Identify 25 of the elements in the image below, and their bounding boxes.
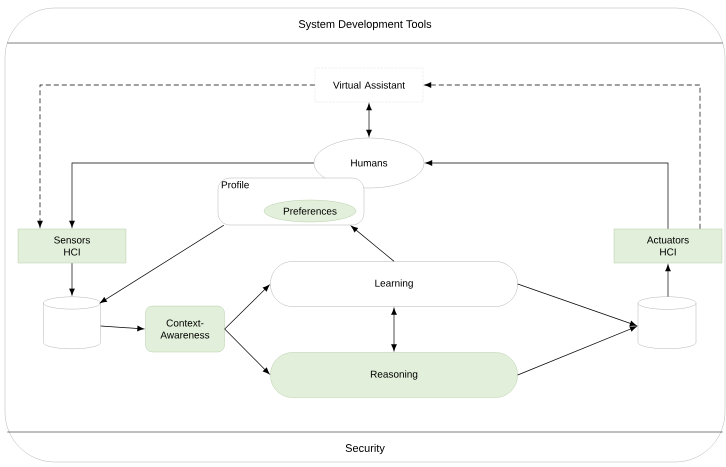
arrow bbox=[425, 160, 668, 230]
arrow bbox=[350, 226, 394, 262]
hci-box: Sensors HCI bbox=[18, 228, 126, 264]
ellipse-node: Preferences bbox=[264, 200, 356, 222]
arrow bbox=[224, 328, 270, 374]
arrow bbox=[100, 326, 144, 332]
arrow bbox=[424, 82, 700, 230]
ellipse-node: Humans bbox=[314, 138, 424, 188]
arrow bbox=[224, 284, 270, 330]
process-box: Context-Awareness bbox=[145, 306, 225, 352]
arrow bbox=[37, 84, 316, 228]
arrow bbox=[69, 162, 314, 228]
arrow bbox=[100, 224, 224, 304]
arrow bbox=[69, 262, 75, 296]
arrow bbox=[665, 264, 671, 297]
database-cylinder bbox=[638, 296, 696, 349]
arrow bbox=[366, 103, 372, 137]
arrow bbox=[391, 308, 397, 352]
process-box: Learning bbox=[270, 261, 518, 307]
process-box: Reasoning bbox=[270, 352, 518, 398]
database-cylinder bbox=[43, 296, 101, 350]
arrow bbox=[517, 326, 637, 376]
assistant-box: Virtual Assistant bbox=[314, 68, 424, 102]
hci-box: Actuators HCI bbox=[614, 228, 722, 264]
arrow bbox=[517, 284, 637, 326]
